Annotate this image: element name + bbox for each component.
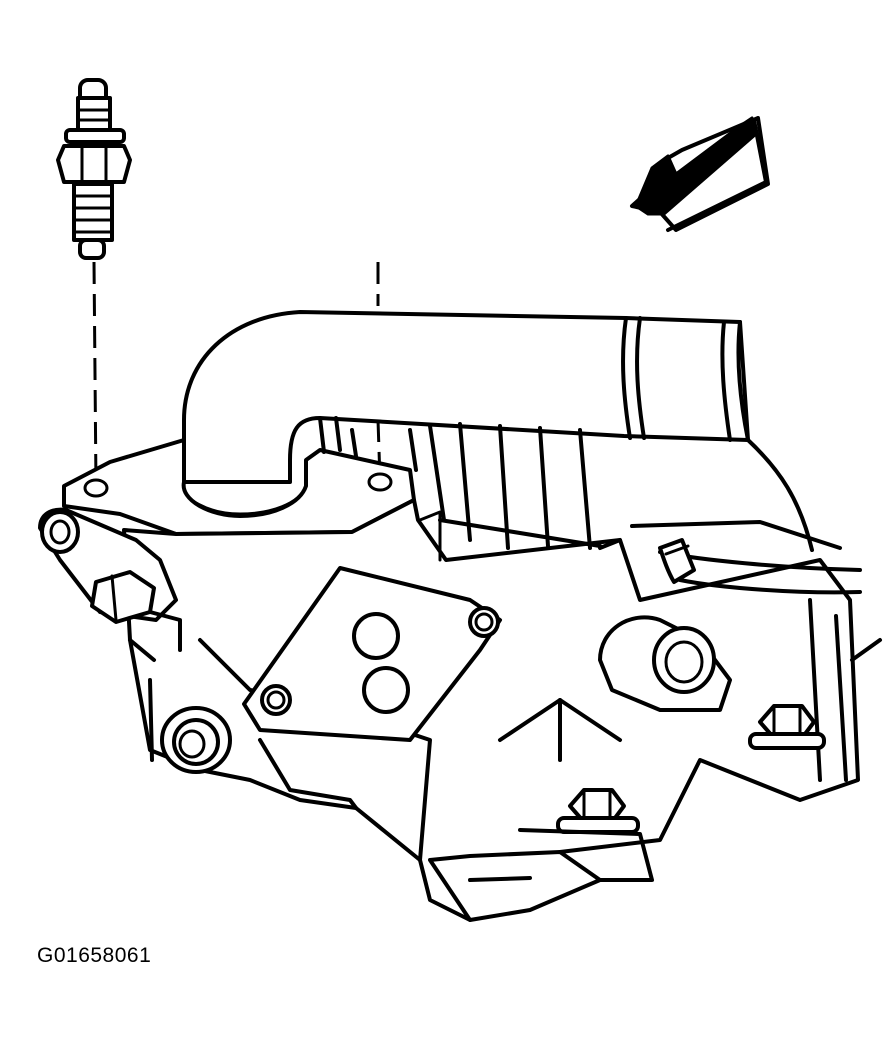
mount-bolt-right <box>748 704 826 750</box>
lower-left-port <box>160 706 232 774</box>
gasket-plate <box>242 566 502 742</box>
view-direction-arrow <box>630 116 770 232</box>
engine-block <box>122 416 882 922</box>
figure-id-label: G01658061 <box>37 944 152 967</box>
stud-bolt <box>56 78 132 260</box>
outlet-flange <box>62 438 416 536</box>
left-inlet-fitting <box>38 507 182 652</box>
right-side-port <box>598 615 732 712</box>
bottom-pad <box>428 850 602 922</box>
